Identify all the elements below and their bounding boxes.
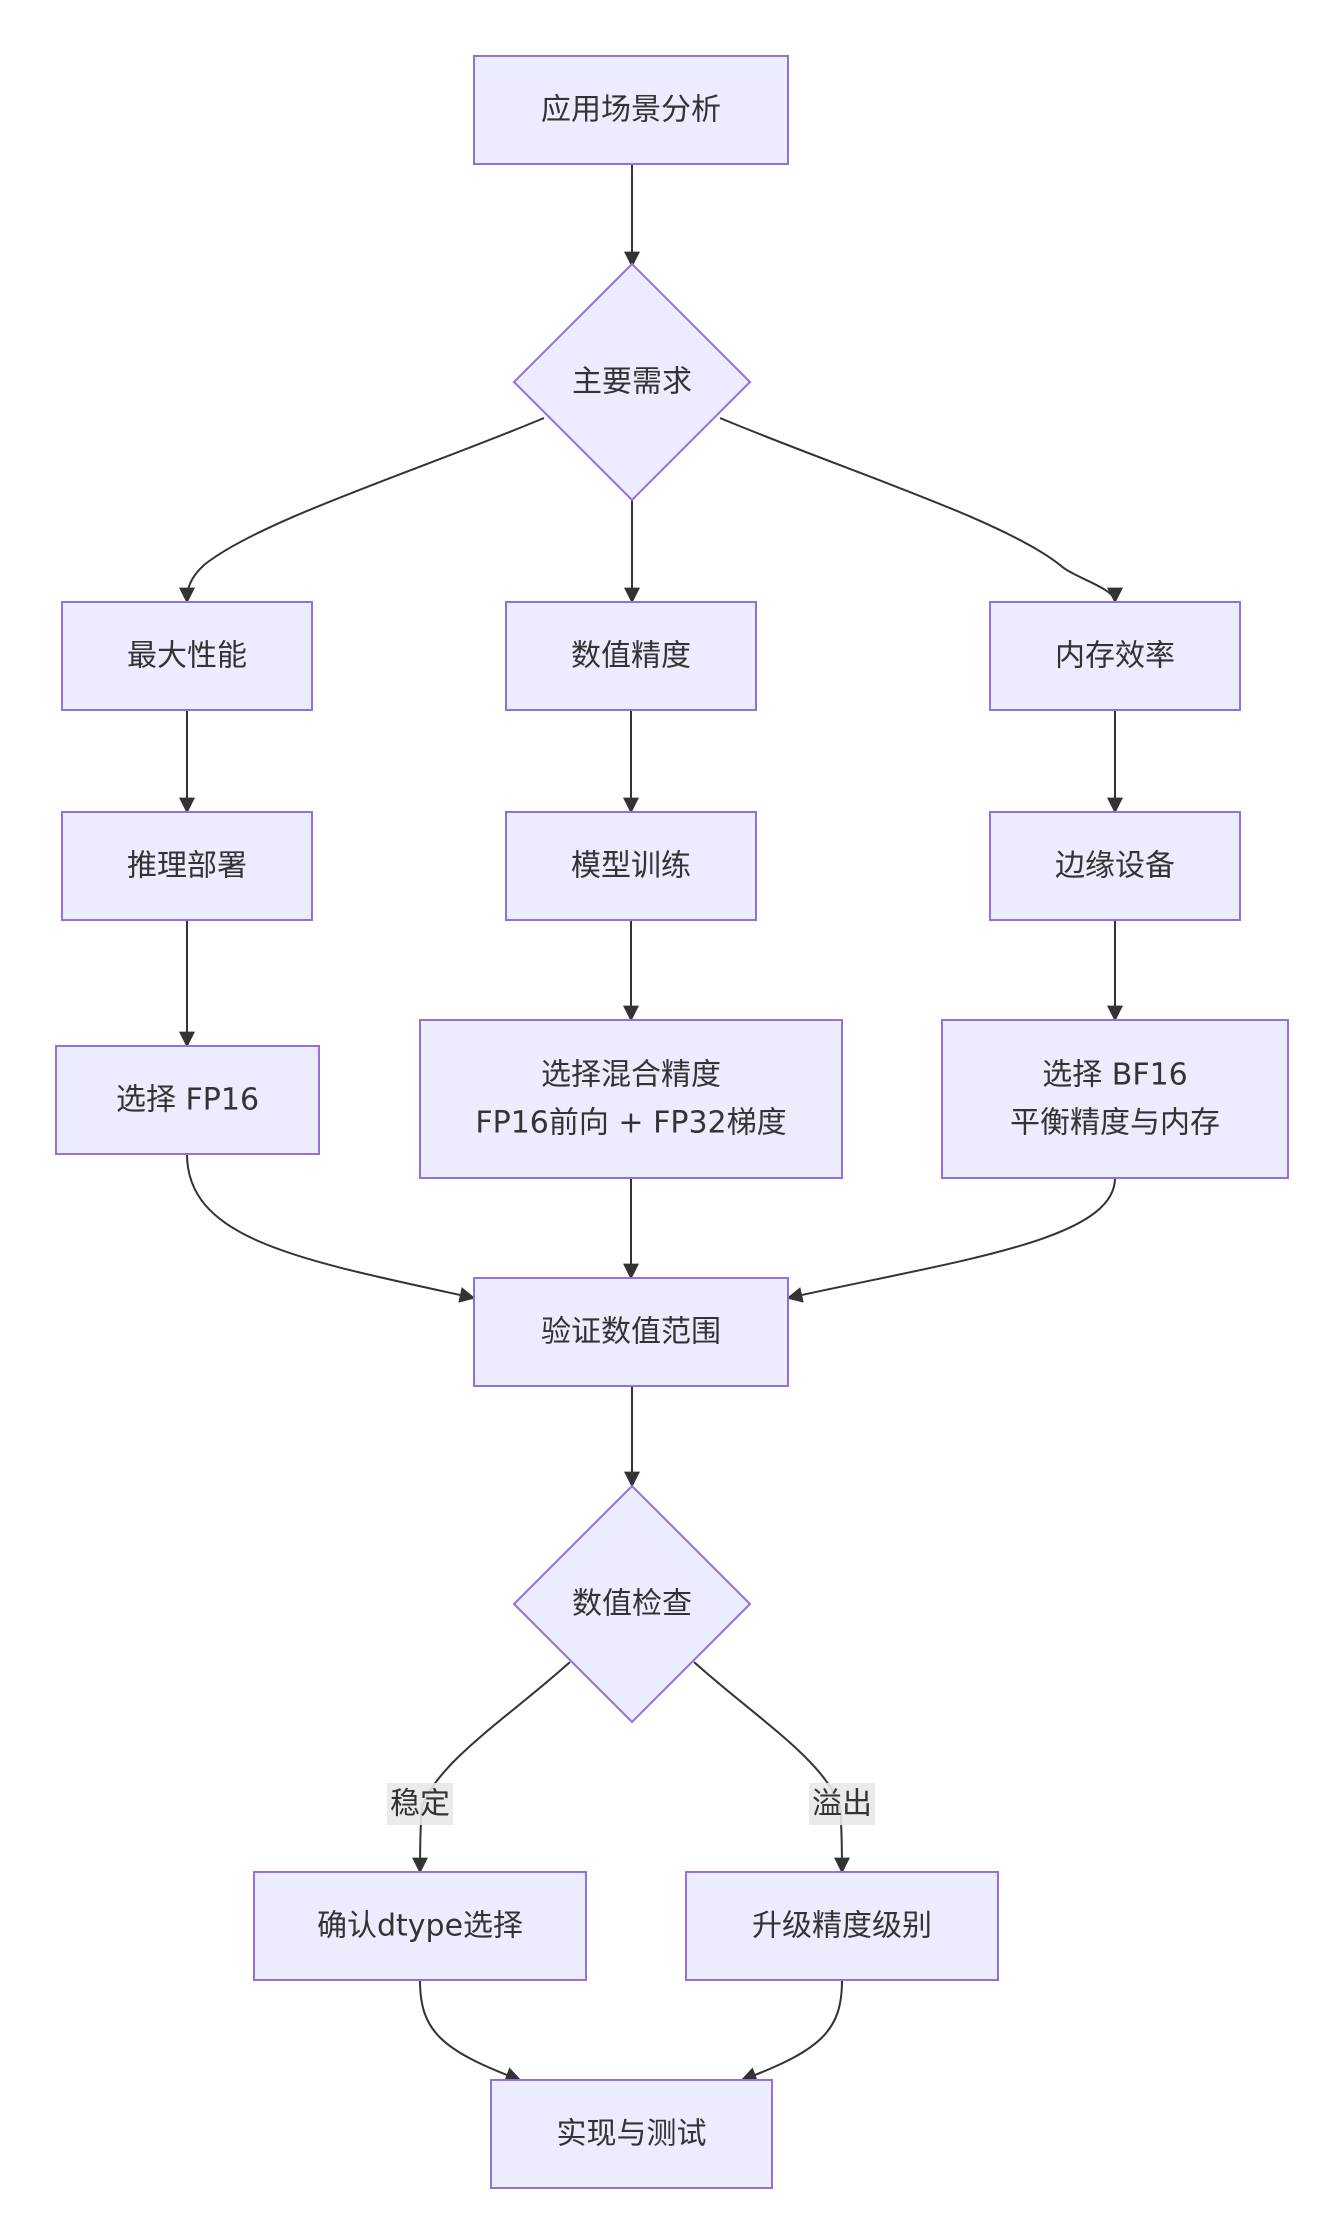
node-label: 选择 BF16 bbox=[1042, 1058, 1188, 1093]
node-label: 选择混合精度 bbox=[541, 1058, 721, 1093]
process-box bbox=[61, 601, 313, 711]
process-box bbox=[55, 1045, 320, 1155]
edge-label-background bbox=[387, 1783, 453, 1825]
node-label: 推理部署 bbox=[127, 849, 247, 884]
node-i: 实现与测试 bbox=[490, 2079, 773, 2189]
node-h1: 确认dtype选择 bbox=[253, 1871, 587, 1981]
edge-e1-to-f bbox=[186, 1153, 476, 1303]
node-d3: 边缘设备 bbox=[989, 811, 1241, 921]
process-box bbox=[989, 811, 1241, 921]
node-c3: 内存效率 bbox=[989, 601, 1241, 711]
node-label: 选择 FP16 bbox=[116, 1083, 259, 1118]
node-e2: 选择混合精度 FP16前向 + FP32梯度 bbox=[419, 1019, 843, 1179]
edge-b-to-c1 bbox=[179, 417, 545, 604]
node-label: 数值精度 bbox=[571, 639, 691, 674]
edge-label-g-to-h1: 稳定 bbox=[387, 1783, 453, 1825]
edge-h1-to-i bbox=[419, 1979, 522, 2083]
node-label: 实现与测试 bbox=[557, 2117, 707, 2152]
process-box bbox=[505, 601, 757, 711]
node-c1: 最大性能 bbox=[61, 601, 313, 711]
process-box bbox=[473, 1277, 789, 1387]
node-label: 数值检查 bbox=[572, 1587, 692, 1622]
edges-layer bbox=[179, 164, 1123, 2083]
node-f: 验证数值范围 bbox=[473, 1277, 789, 1387]
node-a: 应用场景分析 bbox=[473, 55, 789, 165]
node-e3: 选择 BF16 平衡精度与内存 bbox=[941, 1019, 1289, 1179]
edge-g-to-h2 bbox=[693, 1661, 850, 1874]
process-box bbox=[685, 1871, 999, 1981]
node-h2: 升级精度级别 bbox=[685, 1871, 999, 1981]
process-box bbox=[941, 1019, 1289, 1179]
process-box bbox=[419, 1019, 843, 1179]
edge-labels-layer: 稳定 溢出 bbox=[387, 1783, 875, 1825]
node-label: 确认dtype选择 bbox=[317, 1909, 523, 1944]
node-label: 内存效率 bbox=[1055, 639, 1175, 674]
node-e1: 选择 FP16 bbox=[55, 1045, 320, 1155]
node-c2: 数值精度 bbox=[505, 601, 757, 711]
decision-diamond bbox=[512, 1484, 752, 1724]
node-label: 边缘设备 bbox=[1055, 849, 1175, 884]
node-label: 升级精度级别 bbox=[752, 1909, 932, 1944]
edge-label-g-to-h2: 溢出 bbox=[809, 1783, 875, 1825]
decision-diamond bbox=[512, 262, 752, 502]
process-box bbox=[989, 601, 1241, 711]
process-box bbox=[253, 1871, 587, 1981]
node-label: 应用场景分析 bbox=[541, 93, 721, 128]
node-g: 数值检查 bbox=[512, 1484, 752, 1724]
node-b: 主要需求 bbox=[512, 262, 752, 502]
edge-label-text: 溢出 bbox=[812, 1787, 872, 1822]
process-box bbox=[490, 2079, 773, 2189]
node-label: FP16前向 + FP32梯度 bbox=[475, 1106, 786, 1141]
node-label: 模型训练 bbox=[571, 849, 691, 884]
edge-label-text: 稳定 bbox=[390, 1787, 450, 1822]
edge-g-to-h1 bbox=[412, 1661, 571, 1874]
edge-label-background bbox=[809, 1783, 875, 1825]
process-box bbox=[61, 811, 313, 921]
node-label: 平衡精度与内存 bbox=[1010, 1106, 1220, 1141]
process-box bbox=[505, 811, 757, 921]
edge-h2-to-i bbox=[740, 1979, 843, 2083]
node-label: 最大性能 bbox=[127, 639, 247, 674]
node-label: 验证数值范围 bbox=[541, 1315, 721, 1350]
node-label: 主要需求 bbox=[572, 365, 692, 400]
process-box bbox=[473, 55, 789, 165]
edge-e3-to-f bbox=[786, 1177, 1116, 1303]
node-d1: 推理部署 bbox=[61, 811, 313, 921]
edge-b-to-c3 bbox=[719, 417, 1123, 604]
node-d2: 模型训练 bbox=[505, 811, 757, 921]
